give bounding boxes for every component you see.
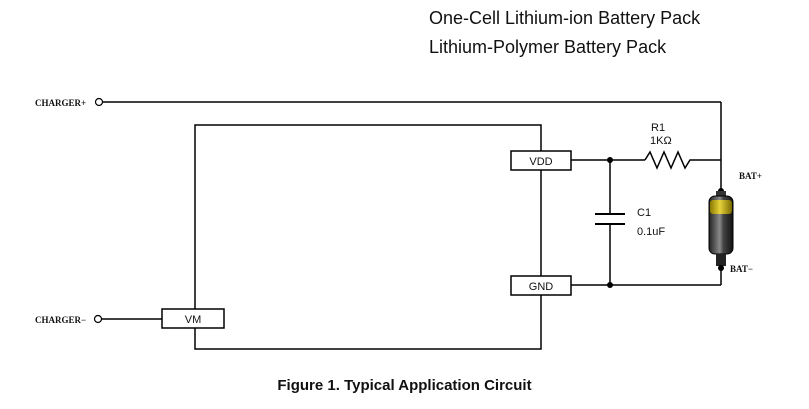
figure-caption: Figure 1. Typical Application Circuit [277,377,532,394]
bat-plus-label: BAT+ [739,171,762,181]
header-line-1: One-Cell Lithium-ion Battery Pack [429,8,701,28]
r1-value: 1KΩ [650,135,672,147]
header: One-Cell Lithium-ion Battery Pack Lithiu… [429,4,700,62]
gnd-pin-label: GND [529,281,554,293]
c1-name: C1 [637,207,651,219]
header-line-2: Lithium-Polymer Battery Pack [429,37,667,57]
r1-name: R1 [651,122,665,134]
charger-minus-label: CHARGER− [35,315,86,325]
vdd-pin-label: VDD [529,156,552,168]
protection-ic-body [194,124,542,350]
vm-pin-label: VM [185,314,202,326]
battery-icon [708,188,734,271]
charger-plus-terminal [94,97,104,107]
bat-minus-label: BAT− [730,264,753,274]
c1-value: 0.1uF [637,226,665,238]
gnd-junction [607,282,613,288]
charger-plus-label: CHARGER+ [35,98,86,108]
r1-resistor [644,150,721,170]
charger-minus-terminal [93,314,103,324]
